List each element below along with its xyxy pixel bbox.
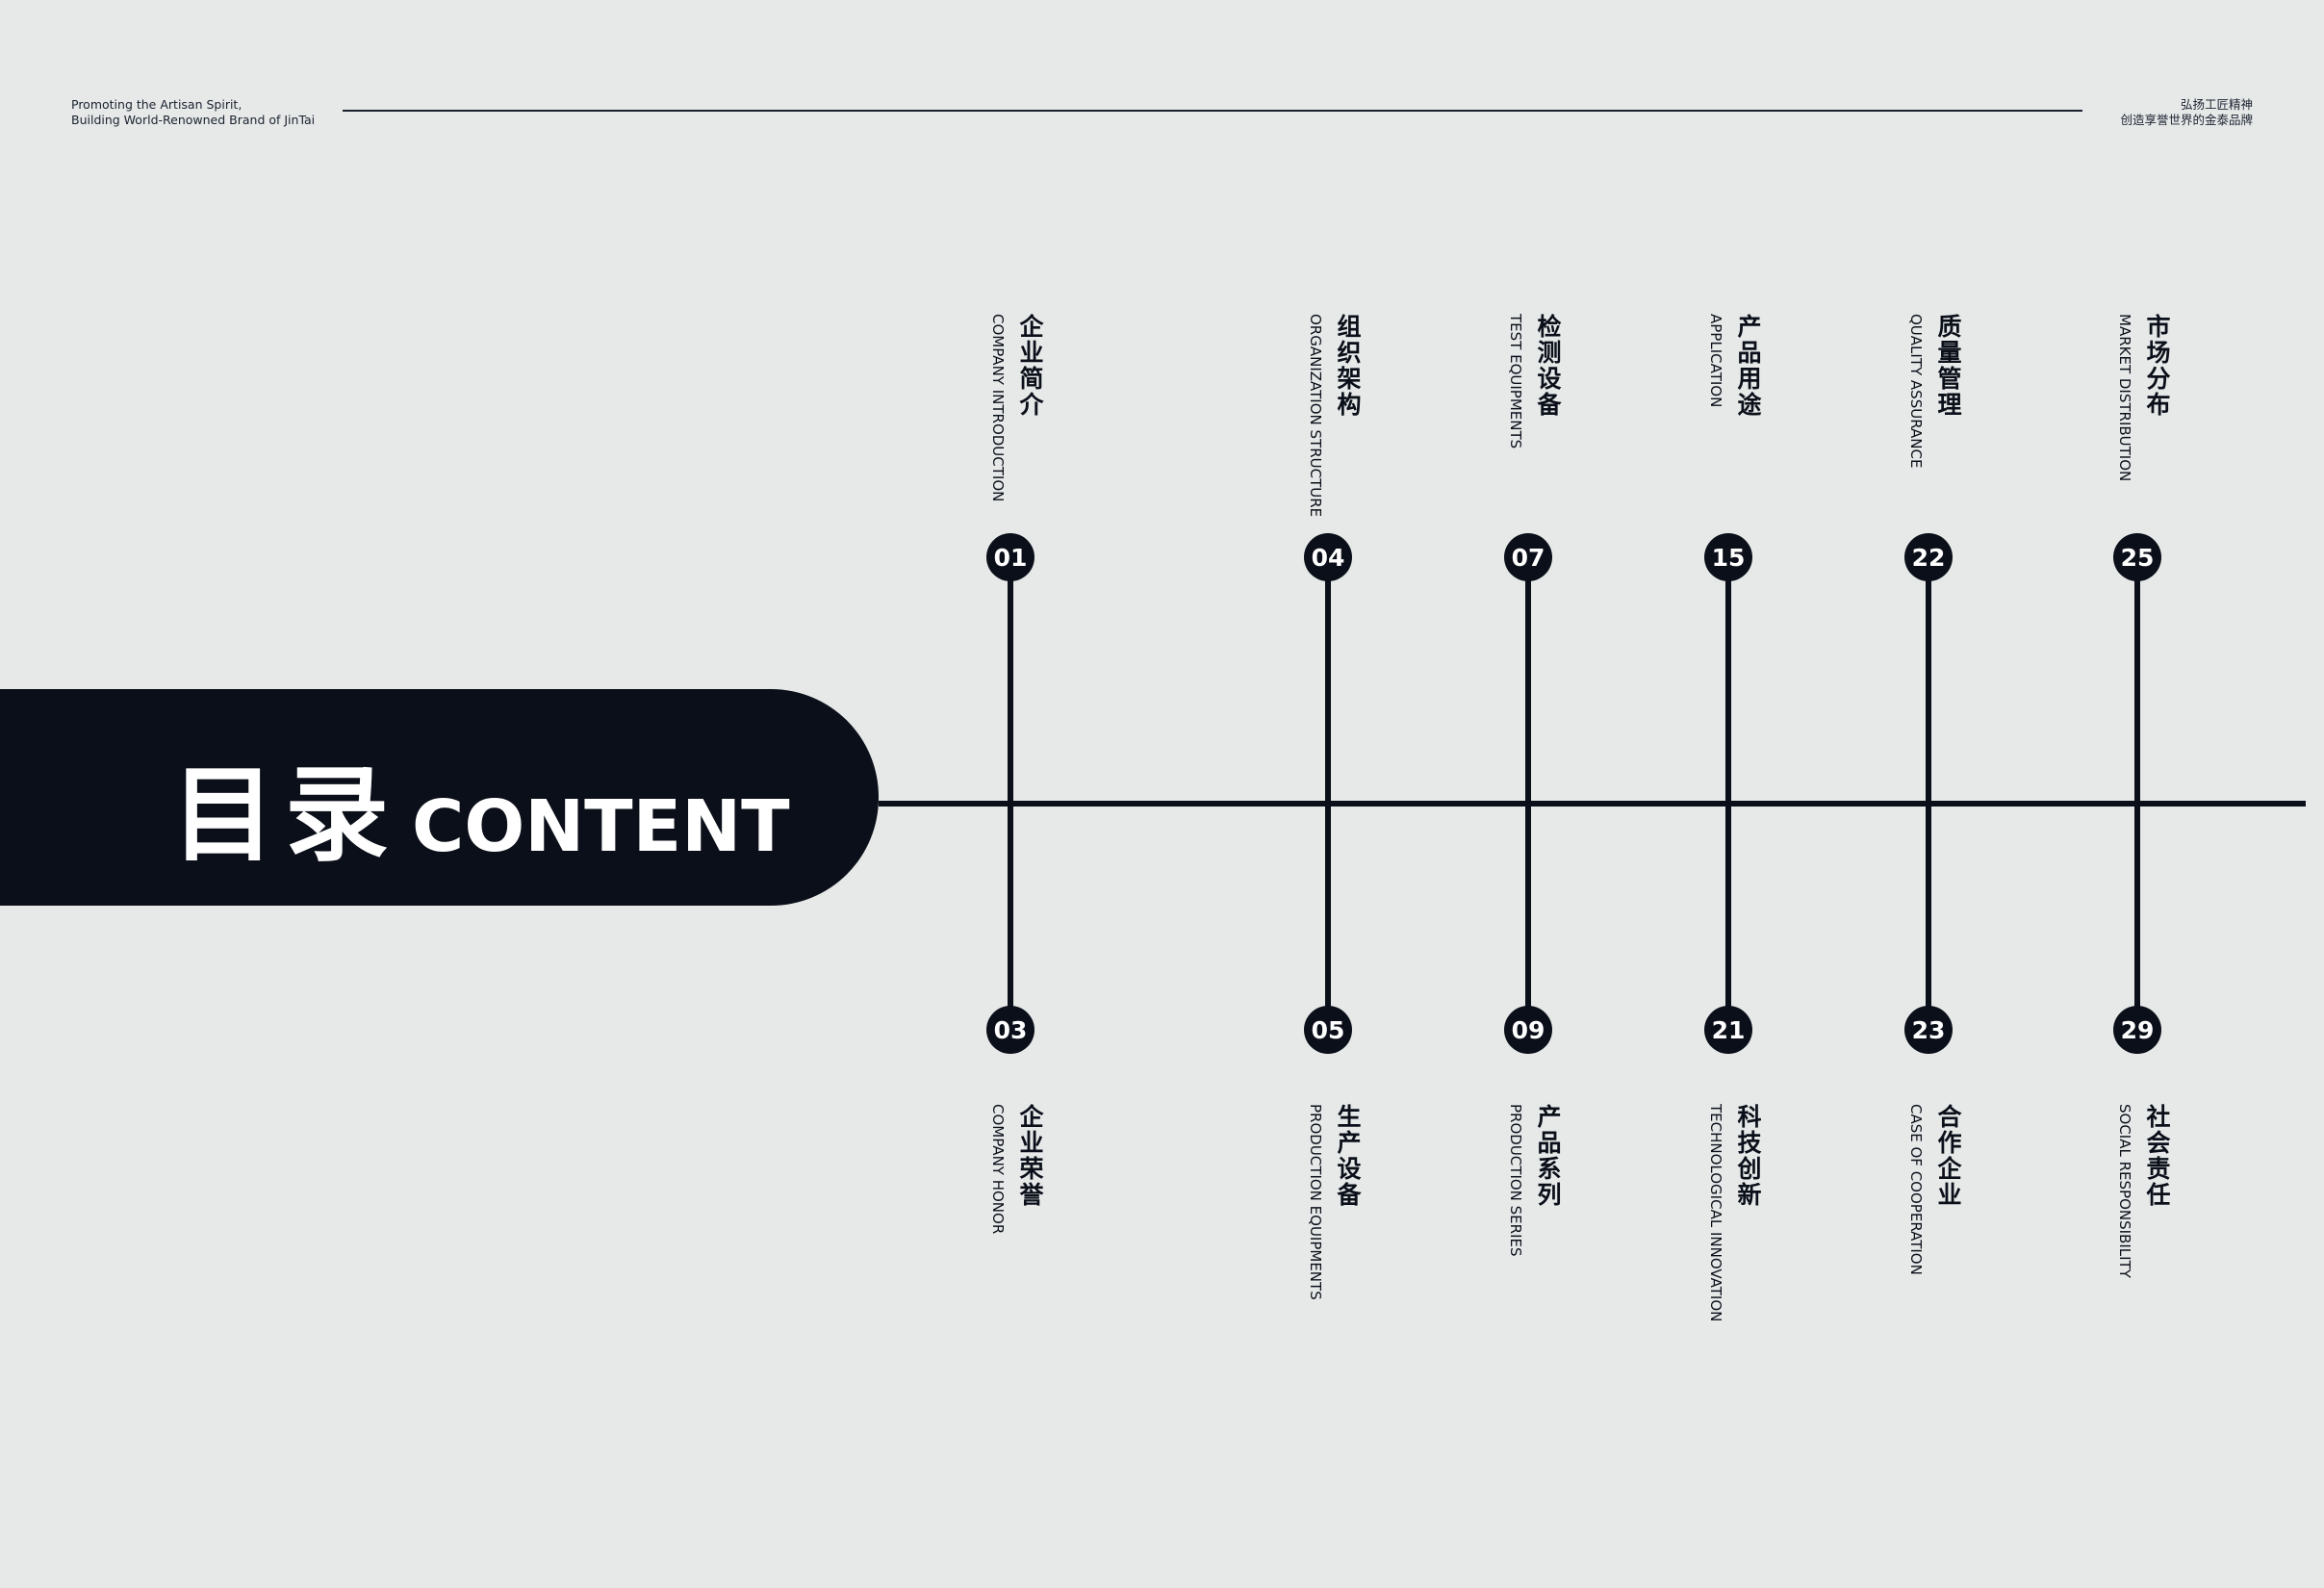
- page-number-badge[interactable]: 04: [1304, 533, 1352, 581]
- toc-entry[interactable]: 科技创新 TECHNOLOGICAL INNOVATION: [1707, 1104, 1765, 1321]
- connector-line: [1325, 557, 1331, 1030]
- toc-entry-cn: 组织架构: [1334, 314, 1362, 418]
- connector-line: [1525, 557, 1531, 1030]
- connector-line: [1725, 557, 1731, 1030]
- toc-entry-cn: 检测设备: [1534, 314, 1562, 418]
- page-number-badge[interactable]: 25: [2113, 533, 2161, 581]
- toc-entry-en: COMPANY HONOR: [989, 1104, 1007, 1235]
- toc-entry-cn: 产品用途: [1734, 314, 1762, 418]
- toc-entry-cn: 质量管理: [1934, 314, 1962, 418]
- toc-entry[interactable]: 市场分布 MARKET DISTRIBUTION: [2116, 314, 2174, 481]
- page-title: 目录 CONTENT: [171, 731, 790, 882]
- toc-entry-en: PRODUCTION SERIES: [1507, 1104, 1524, 1257]
- page-number-badge[interactable]: 23: [1904, 1006, 1953, 1054]
- toc-entry[interactable]: 产品用途 APPLICATION: [1707, 314, 1765, 418]
- toc-entry-en: ORGANIZATION STRUCTURE: [1307, 314, 1324, 518]
- slogan-cn-line2: 创造享誉世界的金泰品牌: [2120, 113, 2253, 127]
- toc-entry[interactable]: 合作企业 CASE OF COOPERATION: [1907, 1104, 1965, 1275]
- header-divider: [343, 110, 2082, 112]
- toc-entry-cn: 生产设备: [1334, 1104, 1362, 1208]
- toc-entry-en: SOCIAL RESPONSIBILITY: [2116, 1104, 2133, 1278]
- toc-entry-cn: 产品系列: [1534, 1104, 1562, 1208]
- toc-entry[interactable]: 企业荣誉 COMPANY HONOR: [989, 1104, 1047, 1234]
- connector-line: [2134, 557, 2140, 1030]
- slogan-en-line2: Building World-Renowned Brand of JinTai: [71, 113, 316, 127]
- toc-entry-en: APPLICATION: [1707, 314, 1724, 408]
- slogan-cn-line1: 弘扬工匠精神: [2180, 97, 2253, 112]
- slogan-en-line1: Promoting the Artisan Spirit,: [71, 97, 243, 112]
- page-number-badge[interactable]: 03: [986, 1006, 1034, 1054]
- page-number-badge[interactable]: 07: [1504, 533, 1552, 581]
- toc-entry[interactable]: 组织架构 ORGANIZATION STRUCTURE: [1307, 314, 1365, 517]
- slogan-en: Promoting the Artisan Spirit, Building W…: [71, 97, 315, 128]
- timeline-axis: [879, 801, 2306, 807]
- connector-line: [1926, 557, 1931, 1030]
- toc-entry-en: COMPANY INTRODUCTION: [989, 314, 1007, 502]
- page-number-badge[interactable]: 05: [1304, 1006, 1352, 1054]
- toc-entry[interactable]: 质量管理 QUALITY ASSURANCE: [1907, 314, 1965, 468]
- toc-entry[interactable]: 检测设备 TEST EQUIPMENTS: [1507, 314, 1565, 448]
- toc-entry-en: QUALITY ASSURANCE: [1907, 314, 1925, 469]
- page-number-badge[interactable]: 29: [2113, 1006, 2161, 1054]
- toc-entry[interactable]: 企业简介 COMPANY INTRODUCTION: [989, 314, 1047, 501]
- toc-entry[interactable]: 社会责任 SOCIAL RESPONSIBILITY: [2116, 1104, 2174, 1278]
- toc-entry-en: CASE OF COOPERATION: [1907, 1104, 1925, 1275]
- title-cn: 目录: [171, 756, 399, 876]
- toc-entry-cn: 市场分布: [2143, 314, 2171, 418]
- toc-entry-cn: 社会责任: [2143, 1104, 2171, 1208]
- toc-entry-en: MARKET DISTRIBUTION: [2116, 314, 2133, 482]
- toc-entry[interactable]: 产品系列 PRODUCTION SERIES: [1507, 1104, 1565, 1257]
- page-number-badge[interactable]: 09: [1504, 1006, 1552, 1054]
- toc-entry-cn: 合作企业: [1934, 1104, 1962, 1208]
- slogan-cn: 弘扬工匠精神 创造享誉世界的金泰品牌: [2120, 97, 2253, 128]
- toc-entry-cn: 企业简介: [1016, 314, 1044, 418]
- page-number-badge[interactable]: 15: [1704, 533, 1752, 581]
- page-number-badge[interactable]: 01: [986, 533, 1034, 581]
- toc-entry-en: TECHNOLOGICAL INNOVATION: [1707, 1104, 1724, 1322]
- title-en: CONTENT: [412, 785, 790, 868]
- toc-entry-en: TEST EQUIPMENTS: [1507, 314, 1524, 449]
- toc-entry[interactable]: 生产设备 PRODUCTION EQUIPMENTS: [1307, 1104, 1365, 1300]
- toc-entry-en: PRODUCTION EQUIPMENTS: [1307, 1104, 1324, 1300]
- page-number-badge[interactable]: 22: [1904, 533, 1953, 581]
- connector-line: [1008, 557, 1013, 1030]
- toc-entry-cn: 企业荣誉: [1016, 1104, 1044, 1208]
- title-banner: [0, 689, 879, 906]
- toc-entry-cn: 科技创新: [1734, 1104, 1762, 1208]
- page-number-badge[interactable]: 21: [1704, 1006, 1752, 1054]
